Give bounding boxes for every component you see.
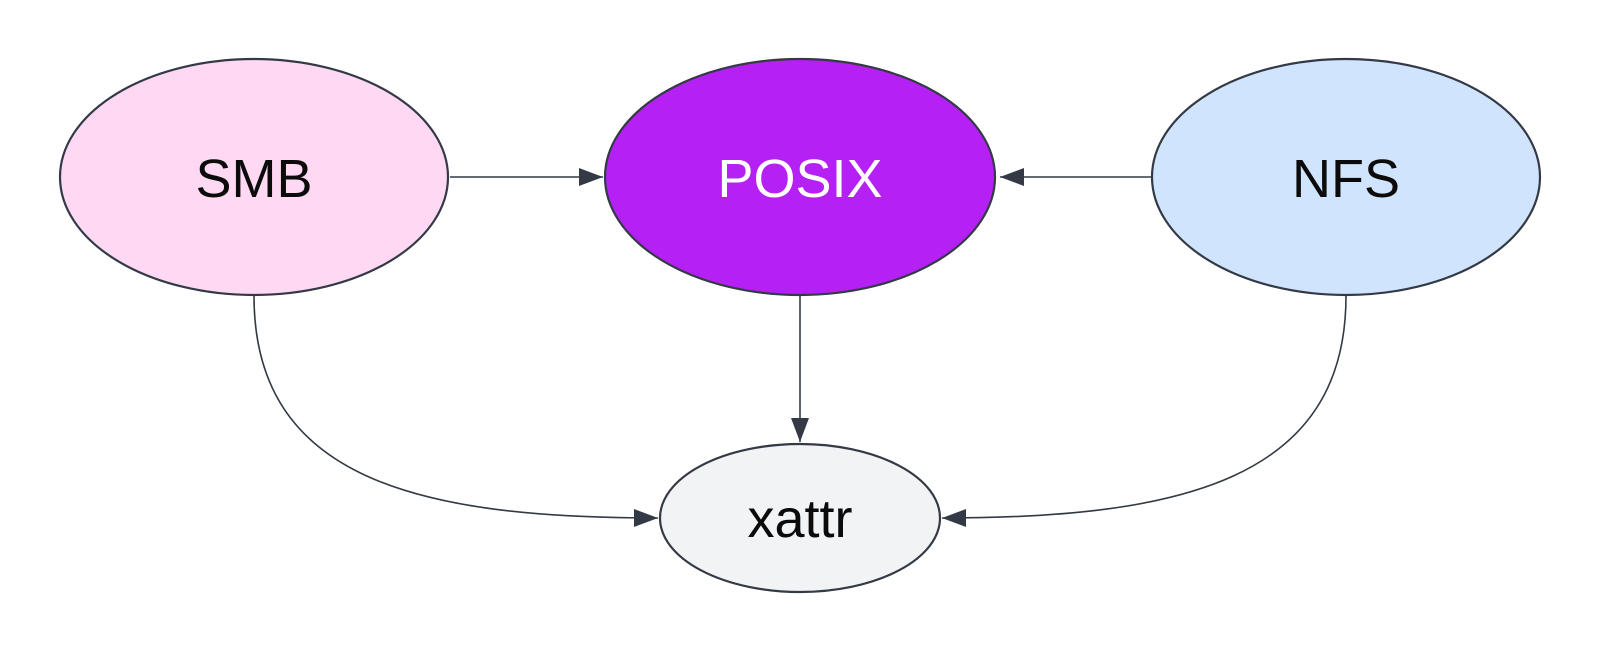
edge-smb-to-xattr (253, 295, 659, 527)
node-smb[interactable]: SMB (58, 57, 450, 297)
node-xattr-shape (658, 442, 942, 594)
node-nfs[interactable]: NFS (1150, 57, 1542, 297)
node-nfs-shape (1150, 57, 1542, 297)
node-xattr-label: xattr (747, 489, 852, 549)
node-smb-label: SMB (195, 149, 312, 209)
edges (253, 168, 1347, 527)
node-posix-shape (603, 57, 997, 297)
node-smb-shape (58, 57, 450, 297)
edge-nfs-to-xattr (941, 295, 1347, 527)
node-posix-label: POSIX (717, 149, 882, 209)
node-posix[interactable]: POSIX (603, 57, 997, 297)
node-nfs-label: NFS (1292, 149, 1400, 209)
node-xattr[interactable]: xattr (658, 442, 942, 594)
